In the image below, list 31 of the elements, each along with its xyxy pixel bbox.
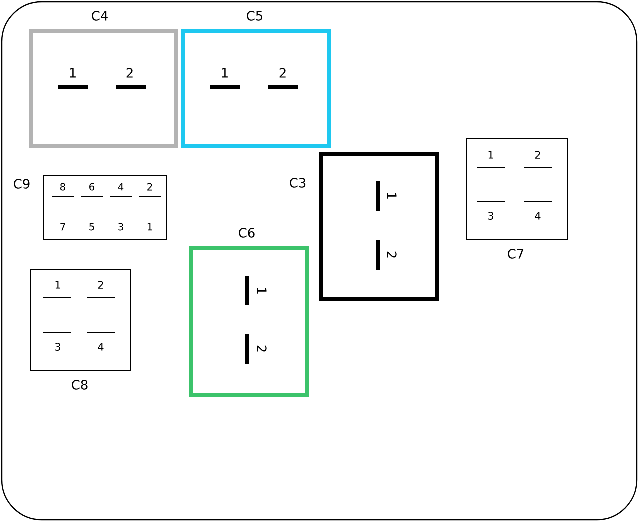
pin-number: 4 — [118, 183, 124, 191]
pin-number: 3 — [488, 212, 494, 220]
pin-number: 7 — [60, 223, 66, 231]
pin-number: 2 — [257, 346, 267, 352]
pin-number: 2 — [98, 281, 104, 289]
connector-label: C7 — [508, 249, 524, 259]
pin-number: 2 — [387, 252, 397, 258]
pin-number: 4 — [98, 343, 104, 351]
connector-label: C4 — [92, 11, 108, 21]
pin-number: 2 — [126, 68, 133, 78]
pin-number: 4 — [535, 212, 541, 220]
pin-number: 5 — [90, 223, 94, 231]
connector-label: C8 — [72, 380, 88, 390]
pin-number: 3 — [118, 223, 124, 231]
pin-number: 6 — [90, 183, 95, 191]
pin-number: 1 — [488, 151, 494, 159]
pin-number: 2 — [280, 68, 286, 78]
pin-number: 3 — [55, 343, 60, 351]
pin-number: 1 — [148, 223, 152, 231]
pin-number: 8 — [60, 183, 66, 191]
connector-label: C5 — [247, 11, 263, 21]
pin-number: 2 — [148, 183, 152, 191]
pin-number: 1 — [70, 68, 76, 78]
connector-label: C9 — [14, 179, 30, 189]
pin-number: 1 — [222, 68, 228, 78]
connector-label: C6 — [239, 228, 255, 238]
connector-label: C3 — [290, 178, 306, 188]
pin-number: 1 — [56, 281, 60, 289]
pin-number: 1 — [387, 193, 397, 199]
pin-number: 1 — [257, 288, 267, 294]
pin-number: 2 — [535, 151, 540, 159]
